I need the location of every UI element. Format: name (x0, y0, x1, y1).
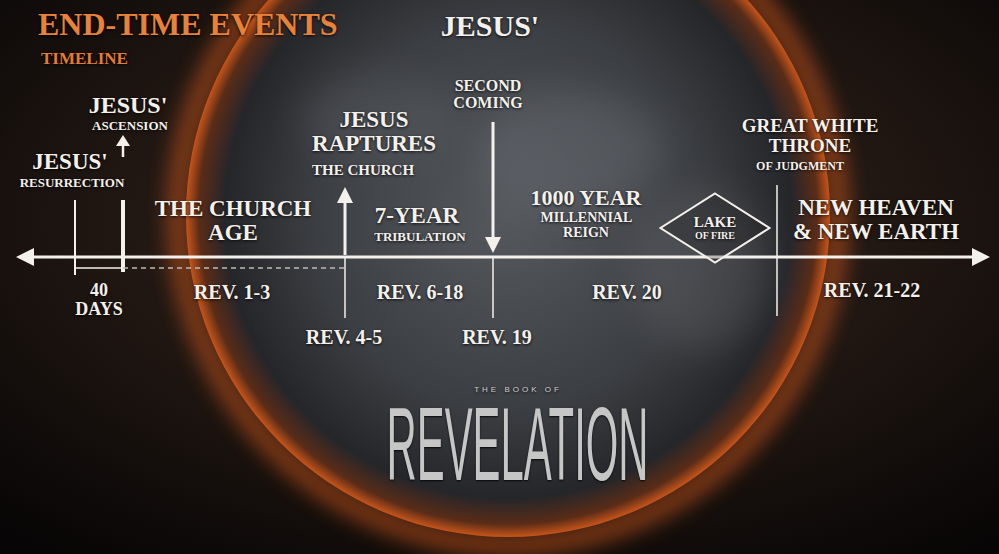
scripture-ref: REV. 4-5 (306, 327, 382, 348)
event-detail: OF JUDGMENT (756, 160, 844, 173)
book-title: REVELATION (387, 392, 649, 496)
event-name: JESUS' (32, 150, 107, 174)
scripture-ref: REV. 19 (462, 327, 532, 348)
event-detail: THE CHURCH (312, 163, 414, 179)
event-name: GREAT WHITE THRONE (725, 116, 895, 156)
event-detail: SECOND COMING (453, 78, 522, 112)
scripture-ref: REV. 6-18 (377, 282, 463, 303)
chart-title: END-TIME EVENTS (38, 8, 338, 42)
period-name: NEW HEAVEN & NEW EARTH (776, 196, 976, 244)
period-detail: TRIBULATION (374, 230, 466, 244)
event-name: JESUS' (89, 93, 168, 118)
event-detail: RESURRECTION (20, 176, 125, 190)
event-detail: ASCENSION (92, 119, 168, 133)
period-name: THE CHURCH AGE (146, 197, 321, 245)
event-name: JESUS' (441, 10, 539, 42)
scripture-ref: REV. 20 (592, 282, 662, 303)
diamond-outline (661, 194, 770, 263)
period-name: 7-YEAR (375, 204, 459, 228)
node-body: OF FIRE (695, 231, 735, 242)
event-name: JESUS RAPTURES (312, 108, 436, 156)
scripture-ref: REV. 21-22 (824, 280, 920, 301)
subtitle: TIMELINE (41, 50, 128, 68)
period-detail: MILLENNIAL REIGN (540, 211, 631, 240)
period-name: 1000 YEAR (530, 186, 641, 209)
scripture-ref: REV. 1-3 (194, 282, 270, 303)
duration-label: 40 DAYS (75, 281, 122, 319)
decision-diamond: LAKEOF FIRE (659, 192, 771, 264)
node-heading: LAKE (694, 215, 737, 231)
